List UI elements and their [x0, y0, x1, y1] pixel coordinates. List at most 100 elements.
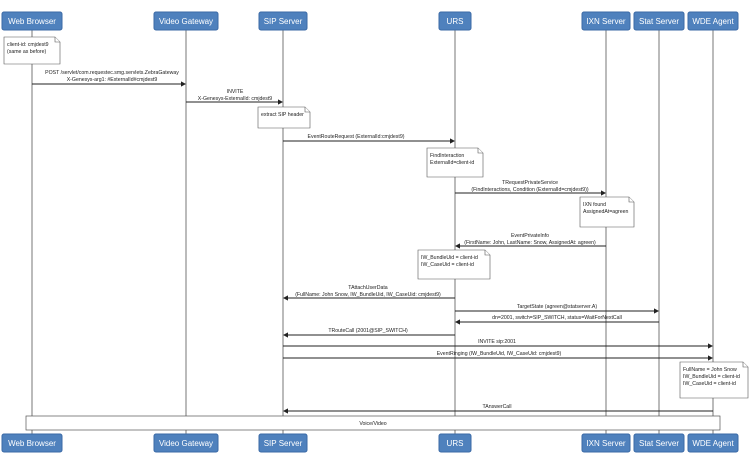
- actor-stat-top: Stat Server: [633, 11, 685, 31]
- actor-box: [1, 433, 63, 453]
- note-box: [3, 36, 61, 65]
- note-line: IXN found: [583, 202, 606, 208]
- arrowhead-icon: [455, 243, 460, 249]
- note-line: IW_CaseUid = client-id: [683, 381, 736, 387]
- span-box: [25, 415, 721, 431]
- note-line: FindInteraction: [430, 153, 464, 159]
- actor-wb-top: Web Browser: [1, 11, 63, 31]
- note-2: extract SIP header: [257, 106, 311, 129]
- note-fold-icon: [54, 37, 60, 43]
- actor-ixn-bottom: IXN Server: [581, 433, 631, 453]
- actor-label: Web Browser: [8, 17, 56, 26]
- note-box: [579, 196, 635, 228]
- message-label: X-Genesys-ExternalId: cmjdest9: [198, 96, 272, 102]
- note-box: [257, 106, 311, 129]
- actor-urs-top: URS: [438, 11, 472, 31]
- note-fold-icon: [477, 148, 483, 154]
- note-line: client-id: cmjdest9: [7, 42, 49, 48]
- message-label: (FirstName: John, LastName: Snow, Assign…: [464, 240, 596, 246]
- actor-box: [1, 11, 63, 31]
- message-label: POST /servlet/com.requestec.smg.servlets…: [45, 70, 179, 76]
- message-5: EventPrivateInfo(FirstName: John, LastNa…: [455, 233, 606, 249]
- actor-label: IXN Server: [586, 17, 625, 26]
- message-8: dn=2001, switch=SIP_SWITCH, status=WaitF…: [455, 315, 659, 325]
- message-label: dn=2001, switch=SIP_SWITCH, status=WaitF…: [492, 315, 622, 321]
- actor-label: WDE Agent: [692, 17, 734, 26]
- arrowhead-icon: [708, 343, 713, 349]
- actor-label: WDE Agent: [692, 439, 734, 448]
- note-line: IW_BundleUid = client-id: [683, 374, 740, 380]
- actor-box: [633, 433, 685, 453]
- actor-box: [581, 433, 631, 453]
- message-label: (FindInteractions, Condition (ExternalId…: [471, 187, 588, 193]
- message-3: EventRouteRequest (ExternalId:cmjdest9): [283, 134, 455, 144]
- actor-label: Video Gateway: [159, 439, 213, 448]
- message-10: INVITE sip:2001: [283, 339, 713, 349]
- arrowhead-icon: [450, 138, 455, 144]
- actor-ixn-top: IXN Server: [581, 11, 631, 31]
- actor-label: Stat Server: [639, 17, 679, 26]
- actor-wde-bottom: WDE Agent: [687, 433, 739, 453]
- message-7: TargetState (agreen@statserver.A): [455, 304, 659, 314]
- actor-label: URS: [447, 439, 464, 448]
- message-12: TAnswerCall: [283, 404, 713, 414]
- actor-label: Stat Server: [639, 439, 679, 448]
- actor-box: [687, 11, 739, 31]
- note-line: IW_CaseUid = client-id: [421, 262, 474, 268]
- note-line: FullName = John Snow: [683, 367, 737, 373]
- message-label: TAttachUserData: [348, 285, 388, 291]
- note-line: extract SIP header: [261, 112, 304, 118]
- note-line: AssignedAt=agreen: [583, 209, 629, 215]
- actor-wb-bottom: Web Browser: [1, 433, 63, 453]
- message-label: INVITE: [227, 89, 244, 95]
- arrowhead-icon: [283, 332, 288, 338]
- actor-box: [438, 433, 472, 453]
- note-box: [417, 249, 491, 280]
- actor-box: [633, 11, 685, 31]
- message-label: TAnswerCall: [482, 404, 511, 410]
- actor-box: [153, 433, 219, 453]
- actor-label: SIP Server: [264, 439, 303, 448]
- actor-stat-bottom: Stat Server: [633, 433, 685, 453]
- actor-box: [258, 433, 308, 453]
- note-line: ExternalId=client-id: [430, 160, 474, 166]
- message-9: TRouteCall (2001@SIP_SWITCH): [283, 328, 455, 338]
- message-6: TAttachUserData(FullName: John Snow, IW_…: [283, 285, 455, 301]
- actor-label: URS: [447, 17, 464, 26]
- actor-box: [153, 11, 219, 31]
- arrowhead-icon: [181, 81, 186, 87]
- span-label: Voice/Video: [359, 421, 386, 427]
- actor-box: [581, 11, 631, 31]
- voice-video-span: Voice/Video: [25, 415, 721, 431]
- arrowhead-icon: [278, 99, 283, 105]
- actor-vg-top: Video Gateway: [153, 11, 219, 31]
- actor-box: [438, 11, 472, 31]
- message-label: EventRinging (IW_BundleUid, IW_CaseUid: …: [437, 351, 562, 357]
- arrowhead-icon: [601, 190, 606, 196]
- note-1: client-id: cmjdest9(same as before): [3, 36, 61, 65]
- arrowhead-icon: [283, 408, 288, 414]
- actor-label: IXN Server: [586, 439, 625, 448]
- actor-wde-top: WDE Agent: [687, 11, 739, 31]
- actor-sip-top: SIP Server: [258, 11, 308, 31]
- message-label: TRequestPrivateService: [502, 180, 558, 186]
- note-fold-icon: [742, 362, 748, 368]
- note-box: [679, 361, 749, 399]
- message-label: INVITE sip:2001: [478, 339, 516, 345]
- message-4: TRequestPrivateService(FindInteractions,…: [455, 180, 606, 196]
- actor-label: Video Gateway: [159, 17, 213, 26]
- note-line: (same as before): [7, 49, 46, 55]
- message-label: EventRouteRequest (ExternalId:cmjdest9): [308, 134, 405, 140]
- actor-vg-bottom: Video Gateway: [153, 433, 219, 453]
- note-fold-icon: [484, 250, 490, 256]
- message-label: X-Genesys-arg1: #ExternalId#cmjdest9: [67, 77, 158, 83]
- actor-urs-bottom: URS: [438, 433, 472, 453]
- message-label: TRouteCall (2001@SIP_SWITCH): [328, 328, 408, 334]
- actor-box: [258, 11, 308, 31]
- message-11: EventRinging (IW_BundleUid, IW_CaseUid: …: [283, 351, 713, 361]
